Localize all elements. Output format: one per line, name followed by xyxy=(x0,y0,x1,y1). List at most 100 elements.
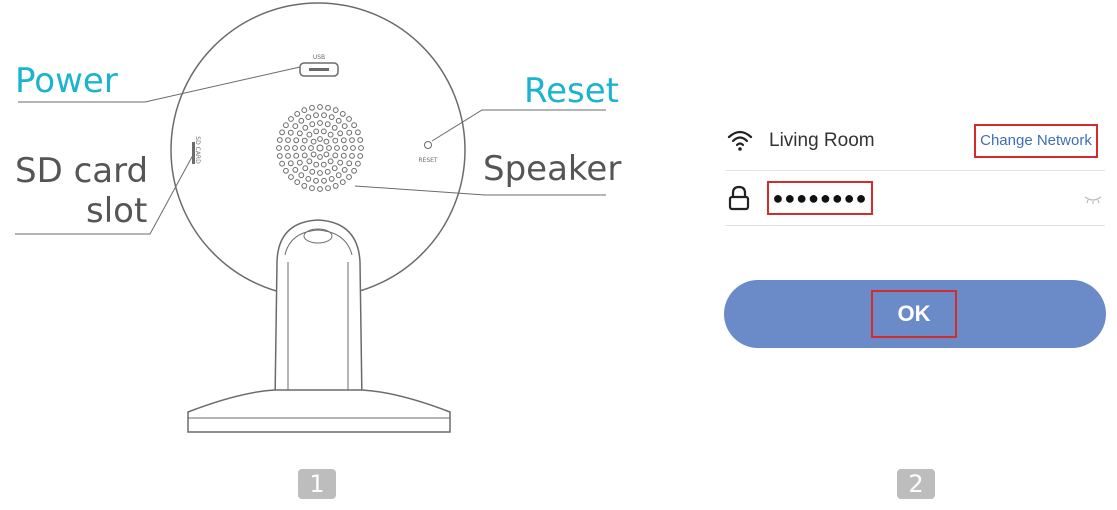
speaker-hole xyxy=(317,136,323,142)
speaker-hole xyxy=(316,144,324,152)
speaker-leader-line xyxy=(354,185,606,196)
lock-icon xyxy=(728,185,750,211)
speaker-hole xyxy=(292,167,299,173)
camera-diagram: USB RESET SD CARD xyxy=(15,2,606,433)
speaker-hole xyxy=(279,129,286,136)
speaker-hole xyxy=(294,111,301,117)
speaker-hole xyxy=(306,131,313,138)
speaker-hole xyxy=(313,177,319,184)
speaker-hole xyxy=(308,145,314,151)
speaker-hole xyxy=(298,172,305,179)
speaker-hole xyxy=(350,145,356,151)
speaker-hole xyxy=(317,170,323,176)
speaker-hole xyxy=(351,122,358,129)
speaker-hole xyxy=(324,168,331,175)
speaker-hole xyxy=(324,121,331,128)
speaker-hole xyxy=(328,114,335,120)
speaker-hole xyxy=(285,137,291,144)
speaker-hole xyxy=(321,112,327,119)
speaker-hole xyxy=(301,183,308,189)
ok-button-label[interactable]: OK xyxy=(871,290,957,338)
speaker-hole xyxy=(276,137,283,143)
speaker-hole xyxy=(317,104,323,110)
speaker-hole xyxy=(325,104,331,111)
speaker-hole xyxy=(351,167,358,174)
speaker-hole xyxy=(287,129,294,136)
speaker-hole xyxy=(349,153,355,159)
speaker-hole xyxy=(331,124,338,131)
speaker-hole xyxy=(301,107,308,113)
speaker-hole xyxy=(346,116,352,122)
eye-closed-icon[interactable] xyxy=(1083,193,1103,205)
speaker-hole xyxy=(321,177,327,184)
speaker-hole xyxy=(335,117,342,124)
speaker-hole xyxy=(309,185,315,192)
speaker-hole xyxy=(327,131,334,138)
speaker-hole xyxy=(310,151,317,158)
speaker-hole xyxy=(341,123,348,129)
speaker-hole xyxy=(349,137,355,144)
camera-base xyxy=(187,389,451,433)
camera-stand xyxy=(274,219,363,403)
speaker-hole xyxy=(283,167,289,174)
speaker-hole xyxy=(298,117,305,124)
speaker-hole xyxy=(355,129,361,136)
speaker-hole xyxy=(293,137,300,144)
usb-port-label: USB xyxy=(313,54,325,61)
speaker-hole xyxy=(284,145,290,151)
speaker-hole xyxy=(337,130,344,137)
speaker-hole xyxy=(313,161,320,168)
sd-card-callout-line1: SD card xyxy=(15,151,149,191)
speaker-callout: Speaker xyxy=(483,149,622,189)
speaker-hole xyxy=(332,107,339,113)
speaker-hole xyxy=(310,138,317,145)
speaker-hole xyxy=(276,153,283,159)
sd-card-callout-line2: slot xyxy=(86,191,148,231)
speaker-hole xyxy=(357,137,364,143)
speaker-hole xyxy=(346,160,353,167)
speaker-hole xyxy=(279,160,286,167)
speaker-hole xyxy=(276,145,282,151)
speaker-hole xyxy=(293,152,300,159)
speaker-hole xyxy=(294,179,301,186)
speaker-hole xyxy=(337,159,344,166)
wifi-icon xyxy=(727,130,753,151)
speaker-hole xyxy=(323,138,330,145)
speaker-hole xyxy=(292,123,299,129)
speaker-hole xyxy=(306,158,313,165)
power-leader-line xyxy=(18,66,301,103)
speaker-hole xyxy=(332,137,339,144)
password-field[interactable]: ●●●●●●●● xyxy=(767,181,873,215)
reset-hole-label: RESET xyxy=(418,157,438,164)
reset-leader-line xyxy=(431,109,606,142)
speaker-hole xyxy=(302,165,309,172)
speaker-hole xyxy=(309,104,315,111)
speaker-hole xyxy=(340,152,347,159)
speaker-hole xyxy=(341,167,348,173)
speaker-hole xyxy=(288,116,294,122)
change-network-link[interactable]: Change Network xyxy=(974,124,1098,158)
step-badge-1: 1 xyxy=(298,469,336,499)
speaker-hole xyxy=(288,174,294,180)
speaker-hole xyxy=(346,129,353,136)
speaker-hole xyxy=(300,145,306,151)
speaker-hole xyxy=(305,176,312,182)
speaker-hole xyxy=(339,111,346,117)
speaker-hole xyxy=(296,159,303,166)
speaker-hole xyxy=(302,124,309,131)
speaker-hole xyxy=(283,122,289,129)
network-name: Living Room xyxy=(769,130,875,151)
divider xyxy=(725,170,1105,171)
speaker-hole xyxy=(332,152,339,159)
speaker-hole xyxy=(323,151,330,158)
speaker-hole xyxy=(313,112,319,119)
speaker-hole xyxy=(317,186,323,192)
speaker-hole xyxy=(331,165,338,172)
reset-hole xyxy=(424,141,432,149)
step-badge-2: 2 xyxy=(897,469,935,499)
speaker-hole xyxy=(317,120,323,126)
speaker-hole xyxy=(320,161,327,168)
speaker-hole xyxy=(285,153,291,159)
speaker-hole xyxy=(301,137,308,144)
speaker-hole xyxy=(326,145,332,151)
